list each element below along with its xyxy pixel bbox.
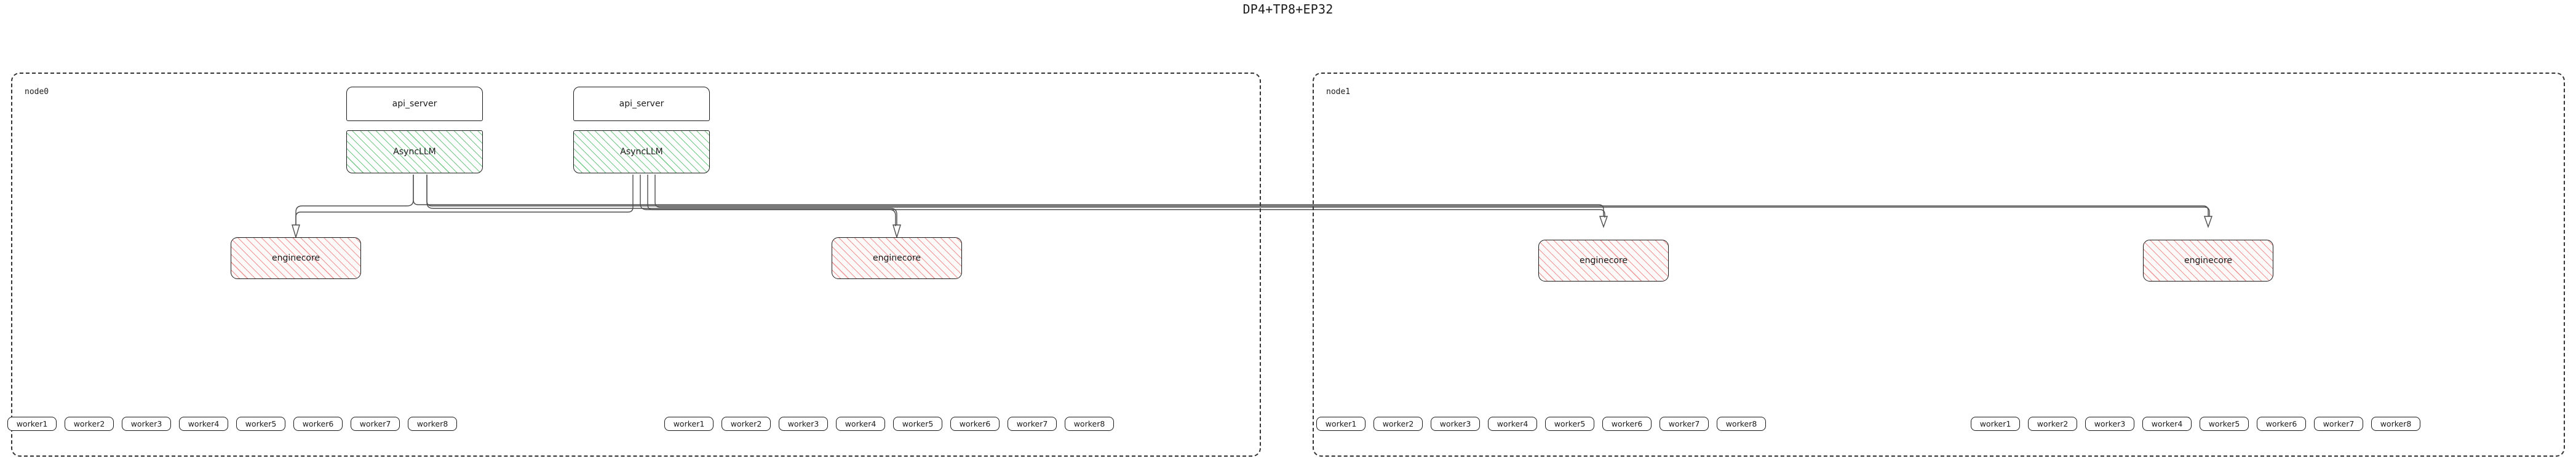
worker-box[interactable]: worker6 [1602,417,1652,431]
asyncllm-box[interactable]: AsyncLLM [573,130,710,173]
worker-label: worker5 [1554,419,1586,428]
worker-box[interactable]: worker6 [950,417,1000,431]
worker-box[interactable]: worker3 [779,417,828,431]
worker-box[interactable]: worker7 [2314,417,2363,431]
worker-box[interactable]: worker1 [1316,417,1366,431]
worker-box[interactable]: worker5 [1545,417,1594,431]
worker-label: worker4 [845,419,877,428]
cluster-node0-label: node0 [25,87,49,97]
worker-label: worker6 [302,419,334,428]
worker-label: worker4 [188,419,220,428]
worker-label: worker5 [245,419,277,428]
worker-box[interactable]: worker8 [2371,417,2420,431]
worker-label: worker7 [1668,419,1700,428]
worker-label: worker8 [1073,419,1105,428]
worker-box[interactable]: worker7 [351,417,400,431]
worker-box[interactable]: worker1 [1971,417,2020,431]
enginecore-label: enginecore [1579,256,1628,266]
worker-label: worker2 [2037,419,2069,428]
worker-box[interactable]: worker8 [1717,417,1766,431]
enginecore-label: enginecore [2184,256,2233,266]
worker-box[interactable]: worker4 [1488,417,1537,431]
asyncllm-box[interactable]: AsyncLLM [346,130,483,173]
worker-label: worker5 [902,419,934,428]
worker-label: worker6 [1611,419,1643,428]
worker-label: worker6 [2265,419,2297,428]
enginecore-box[interactable]: enginecore [2143,240,2273,282]
worker-box[interactable]: worker2 [65,417,114,431]
api-server-box[interactable]: api_server [346,87,483,121]
worker-box[interactable]: worker5 [893,417,942,431]
worker-box[interactable]: worker1 [7,417,57,431]
page-title: DP4+TP8+EP32 [1242,2,1334,17]
api-server-label: api_server [392,99,437,109]
cluster-node0 [11,73,1261,457]
api-server-box[interactable]: api_server [573,87,710,121]
worker-label: worker8 [416,419,448,428]
worker-label: worker7 [359,419,391,428]
worker-box[interactable]: worker3 [2085,417,2134,431]
worker-box[interactable]: worker8 [1065,417,1114,431]
worker-label: worker1 [673,419,705,428]
worker-box[interactable]: worker2 [1373,417,1423,431]
worker-label: worker1 [16,419,48,428]
worker-box[interactable]: worker2 [2028,417,2077,431]
worker-box[interactable]: worker4 [179,417,228,431]
asyncllm-label: AsyncLLM [393,147,436,157]
worker-box[interactable]: worker6 [293,417,343,431]
worker-box[interactable]: worker8 [408,417,457,431]
worker-label: worker5 [2208,419,2240,428]
worker-box[interactable]: worker7 [1008,417,1057,431]
worker-box[interactable]: worker5 [2200,417,2249,431]
worker-box[interactable]: worker4 [2142,417,2192,431]
asyncllm-label: AsyncLLM [620,147,663,157]
cluster-node1 [1313,73,2565,457]
worker-box[interactable]: worker3 [122,417,171,431]
worker-label: worker3 [2094,419,2126,428]
worker-label: worker2 [73,419,105,428]
enginecore-box[interactable]: enginecore [832,237,962,279]
worker-label: worker4 [1497,419,1529,428]
worker-label: worker3 [1439,419,1471,428]
worker-label: worker1 [1325,419,1357,428]
worker-box[interactable]: worker3 [1431,417,1480,431]
enginecore-box[interactable]: enginecore [1538,240,1669,282]
worker-box[interactable]: worker5 [236,417,285,431]
worker-label: worker3 [130,419,162,428]
api-server-label: api_server [619,99,664,109]
worker-box[interactable]: worker6 [2257,417,2306,431]
worker-label: worker4 [2151,419,2183,428]
worker-label: worker6 [959,419,991,428]
worker-label: worker7 [2323,419,2355,428]
worker-box[interactable]: worker1 [664,417,714,431]
worker-label: worker8 [1725,419,1757,428]
enginecore-box[interactable]: enginecore [231,237,361,279]
worker-label: worker3 [787,419,819,428]
cluster-node1-label: node1 [1326,87,1351,97]
enginecore-label: enginecore [271,253,320,263]
enginecore-label: enginecore [872,253,921,263]
worker-box[interactable]: worker2 [722,417,771,431]
worker-label: worker1 [1979,419,2011,428]
worker-box[interactable]: worker7 [1660,417,1709,431]
worker-box[interactable]: worker4 [836,417,885,431]
worker-label: worker2 [730,419,762,428]
worker-label: worker7 [1016,419,1048,428]
worker-label: worker2 [1382,419,1414,428]
worker-label: worker8 [2380,419,2412,428]
